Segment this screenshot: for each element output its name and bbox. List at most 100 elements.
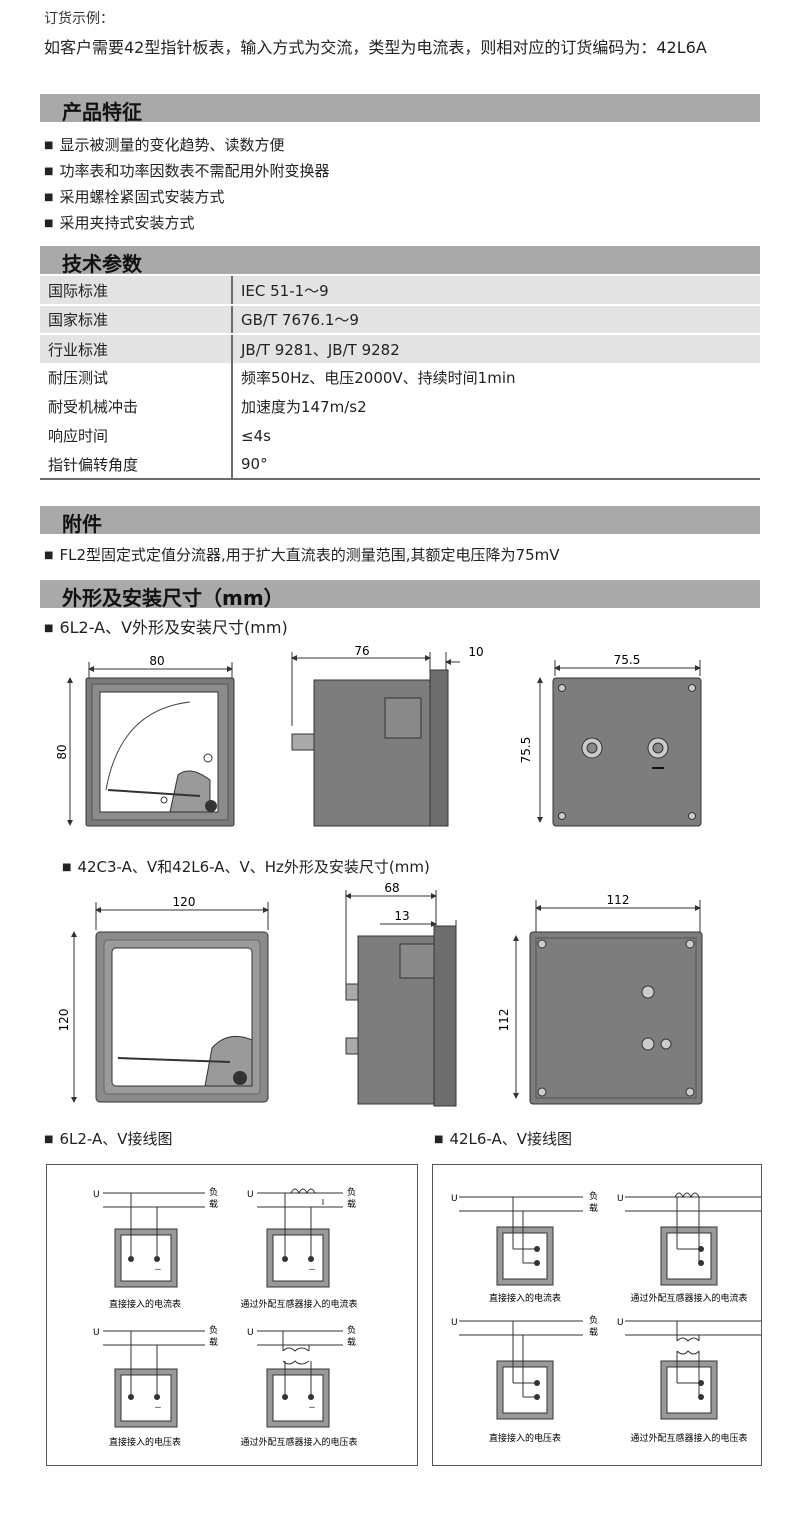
wiring-ct-current: U 通过外配互感器接入的电流表	[617, 1192, 761, 1304]
spec-value: JB/T 9281、JB/T 9282	[232, 334, 760, 363]
caption: 通过外配互感器接入的电压表	[240, 1436, 357, 1448]
wiring-ct-voltage: U 负 载 － 通过外配互感器接入的电压表	[240, 1324, 357, 1448]
load-label: 载	[589, 1326, 598, 1338]
order-example-text: 如客户需要42型指针板表，输入方式为交流，类型为电流表，则相对应的订货编码为：4…	[44, 38, 707, 57]
spec-value: 频率50Hz、电压2000V、持续时间1min	[241, 369, 516, 387]
dim-label: 112	[607, 893, 630, 907]
side-view-6l2: 76 10	[291, 644, 484, 827]
front-view-6l2: 80 80	[55, 654, 235, 827]
order-example-title: 订货示例：	[44, 11, 114, 27]
dimensions-subtitle-2: 42C3-A、V和42L6-A、V、Hz外形及安装尺寸(mm)	[62, 856, 429, 877]
wiring-direct-voltage: U 负 载 直接接入的电压表	[451, 1314, 598, 1444]
caption: 直接接入的电压表	[109, 1436, 181, 1448]
dim-label: 10	[468, 645, 483, 659]
caption: 通过外配互感器接入的电流表	[240, 1298, 357, 1310]
dim-label: 120	[57, 1009, 71, 1032]
dimensions-title: 外形及安装尺寸（mm）	[62, 586, 284, 610]
table-row: 耐压测试频率50Hz、电压2000V、持续时间1min	[40, 363, 760, 392]
u-label: U	[617, 1194, 624, 1204]
minus-label: －	[308, 1265, 316, 1274]
features-header: 产品特征	[40, 94, 760, 124]
wiring-left-title: 6L2-A、V接线图	[44, 1128, 172, 1149]
spec-value: 90°	[232, 450, 760, 480]
front-view-42: 120 120	[57, 895, 269, 1103]
spec-key: 国家标准	[40, 305, 233, 335]
u-label: U	[451, 1194, 458, 1204]
wiring-frame-left: U 负 载 － 直接接入的电流表 U 负 载	[46, 1164, 418, 1466]
back-view-6l2: 75.5 75.5	[519, 653, 702, 827]
u-label: U	[617, 1318, 624, 1328]
spec-value: 加速度为147m/s2	[241, 398, 367, 416]
feature-item: 采用夹持式安装方式	[44, 212, 194, 233]
wiring-ct-voltage: U 通过外配互感器接入的电压表	[617, 1318, 761, 1444]
load-label: 载	[209, 1198, 218, 1210]
wiring-frame-right: U 负 载 直接接入的电流表 U 通过外	[432, 1164, 762, 1466]
caption: 直接接入的电压表	[489, 1432, 561, 1444]
load-label: 载	[589, 1202, 598, 1214]
spec-value: ≤4s	[241, 426, 271, 445]
load-label: 负	[589, 1314, 598, 1326]
u-label: U	[93, 1190, 100, 1200]
u-label: U	[247, 1328, 254, 1338]
wiring-diagrams-6l2: U 负 载 － 直接接入的电流表 U 负 载	[93, 1186, 358, 1448]
spec-key: 耐压测试	[40, 363, 233, 392]
spec-key: 响应时间	[40, 421, 233, 450]
caption: 直接接入的电流表	[109, 1298, 181, 1310]
wiring-direct-voltage: U 负 载 － 直接接入的电压表	[93, 1324, 218, 1448]
load-label: 载	[209, 1336, 218, 1348]
wiring-right-title: 42L6-A、V接线图	[434, 1128, 572, 1149]
dim-label: 13	[394, 909, 409, 923]
tech-header: 技术参数	[40, 246, 760, 276]
accessories-header: 附件	[40, 506, 760, 536]
drawing-42: 120 120 68 13 112 112	[57, 881, 703, 1107]
u-label: U	[451, 1318, 458, 1328]
wiring-ct-current: U 负 载 － 通过外配互感器接入的电流表	[240, 1186, 357, 1310]
caption: 通过外配互感器接入的电压表	[630, 1432, 747, 1444]
minus-label: －	[154, 1403, 162, 1412]
spec-key: 耐受机械冲击	[40, 392, 233, 421]
load-label: 负	[589, 1190, 598, 1202]
feature-item: 显示被测量的变化趋势、读数方便	[44, 134, 284, 155]
load-label: 载	[347, 1198, 356, 1210]
dim-label: 75.5	[614, 653, 641, 667]
accessories-title: 附件	[62, 512, 102, 536]
u-label: U	[247, 1190, 254, 1200]
wiring-direct-current: U 负 载 － 直接接入的电流表	[93, 1186, 218, 1310]
load-label: 负	[209, 1186, 218, 1198]
load-label: 负	[347, 1186, 356, 1198]
side-view-42: 68 13	[345, 881, 457, 1107]
load-label: 负	[209, 1324, 218, 1336]
caption: 直接接入的电流表	[489, 1292, 561, 1304]
dimensions-subtitle-1: 6L2-A、V外形及安装尺寸(mm)	[44, 614, 287, 638]
spec-key: 指针偏转角度	[40, 450, 233, 480]
features-title: 产品特征	[62, 100, 142, 124]
dim-label: 76	[354, 644, 369, 658]
spec-value: GB/T 7676.1～9	[232, 305, 760, 335]
u-label: U	[93, 1328, 100, 1338]
back-view-42: 112 112	[497, 893, 703, 1105]
table-row: 耐受机械冲击加速度为147m/s2	[40, 392, 760, 421]
dim-label: 80	[55, 744, 69, 759]
wiring-direct-current: U 负 载 直接接入的电流表	[451, 1190, 598, 1304]
dim-label: 68	[384, 881, 399, 895]
load-label: 载	[347, 1336, 356, 1348]
dim-label: 112	[497, 1009, 511, 1032]
dim-label: 120	[173, 895, 196, 909]
spec-key: 国际标准	[40, 276, 233, 306]
dimensions-header: 外形及安装尺寸（mm）	[40, 580, 760, 610]
caption: 通过外配互感器接入的电流表	[630, 1292, 747, 1304]
spec-key: 行业标准	[40, 334, 233, 363]
wiring-diagrams-42l6: U 负 载 直接接入的电流表 U 通过外	[451, 1190, 761, 1444]
dim-label: 75.5	[519, 737, 533, 764]
feature-item: 功率表和功率因数表不需配用外附变换器	[44, 160, 329, 181]
load-label: 负	[347, 1324, 356, 1336]
spec-value: IEC 51-1～9	[232, 276, 760, 306]
accessory-item: FL2型固定式定值分流器,用于扩大直流表的测量范围,其额定电压降为75mV	[44, 544, 559, 565]
drawing-6l2: 80 80 76 10 75.5 75.5	[55, 644, 702, 827]
table-row: 响应时间 ≤4s	[40, 421, 760, 450]
dim-label: 80	[149, 654, 164, 668]
